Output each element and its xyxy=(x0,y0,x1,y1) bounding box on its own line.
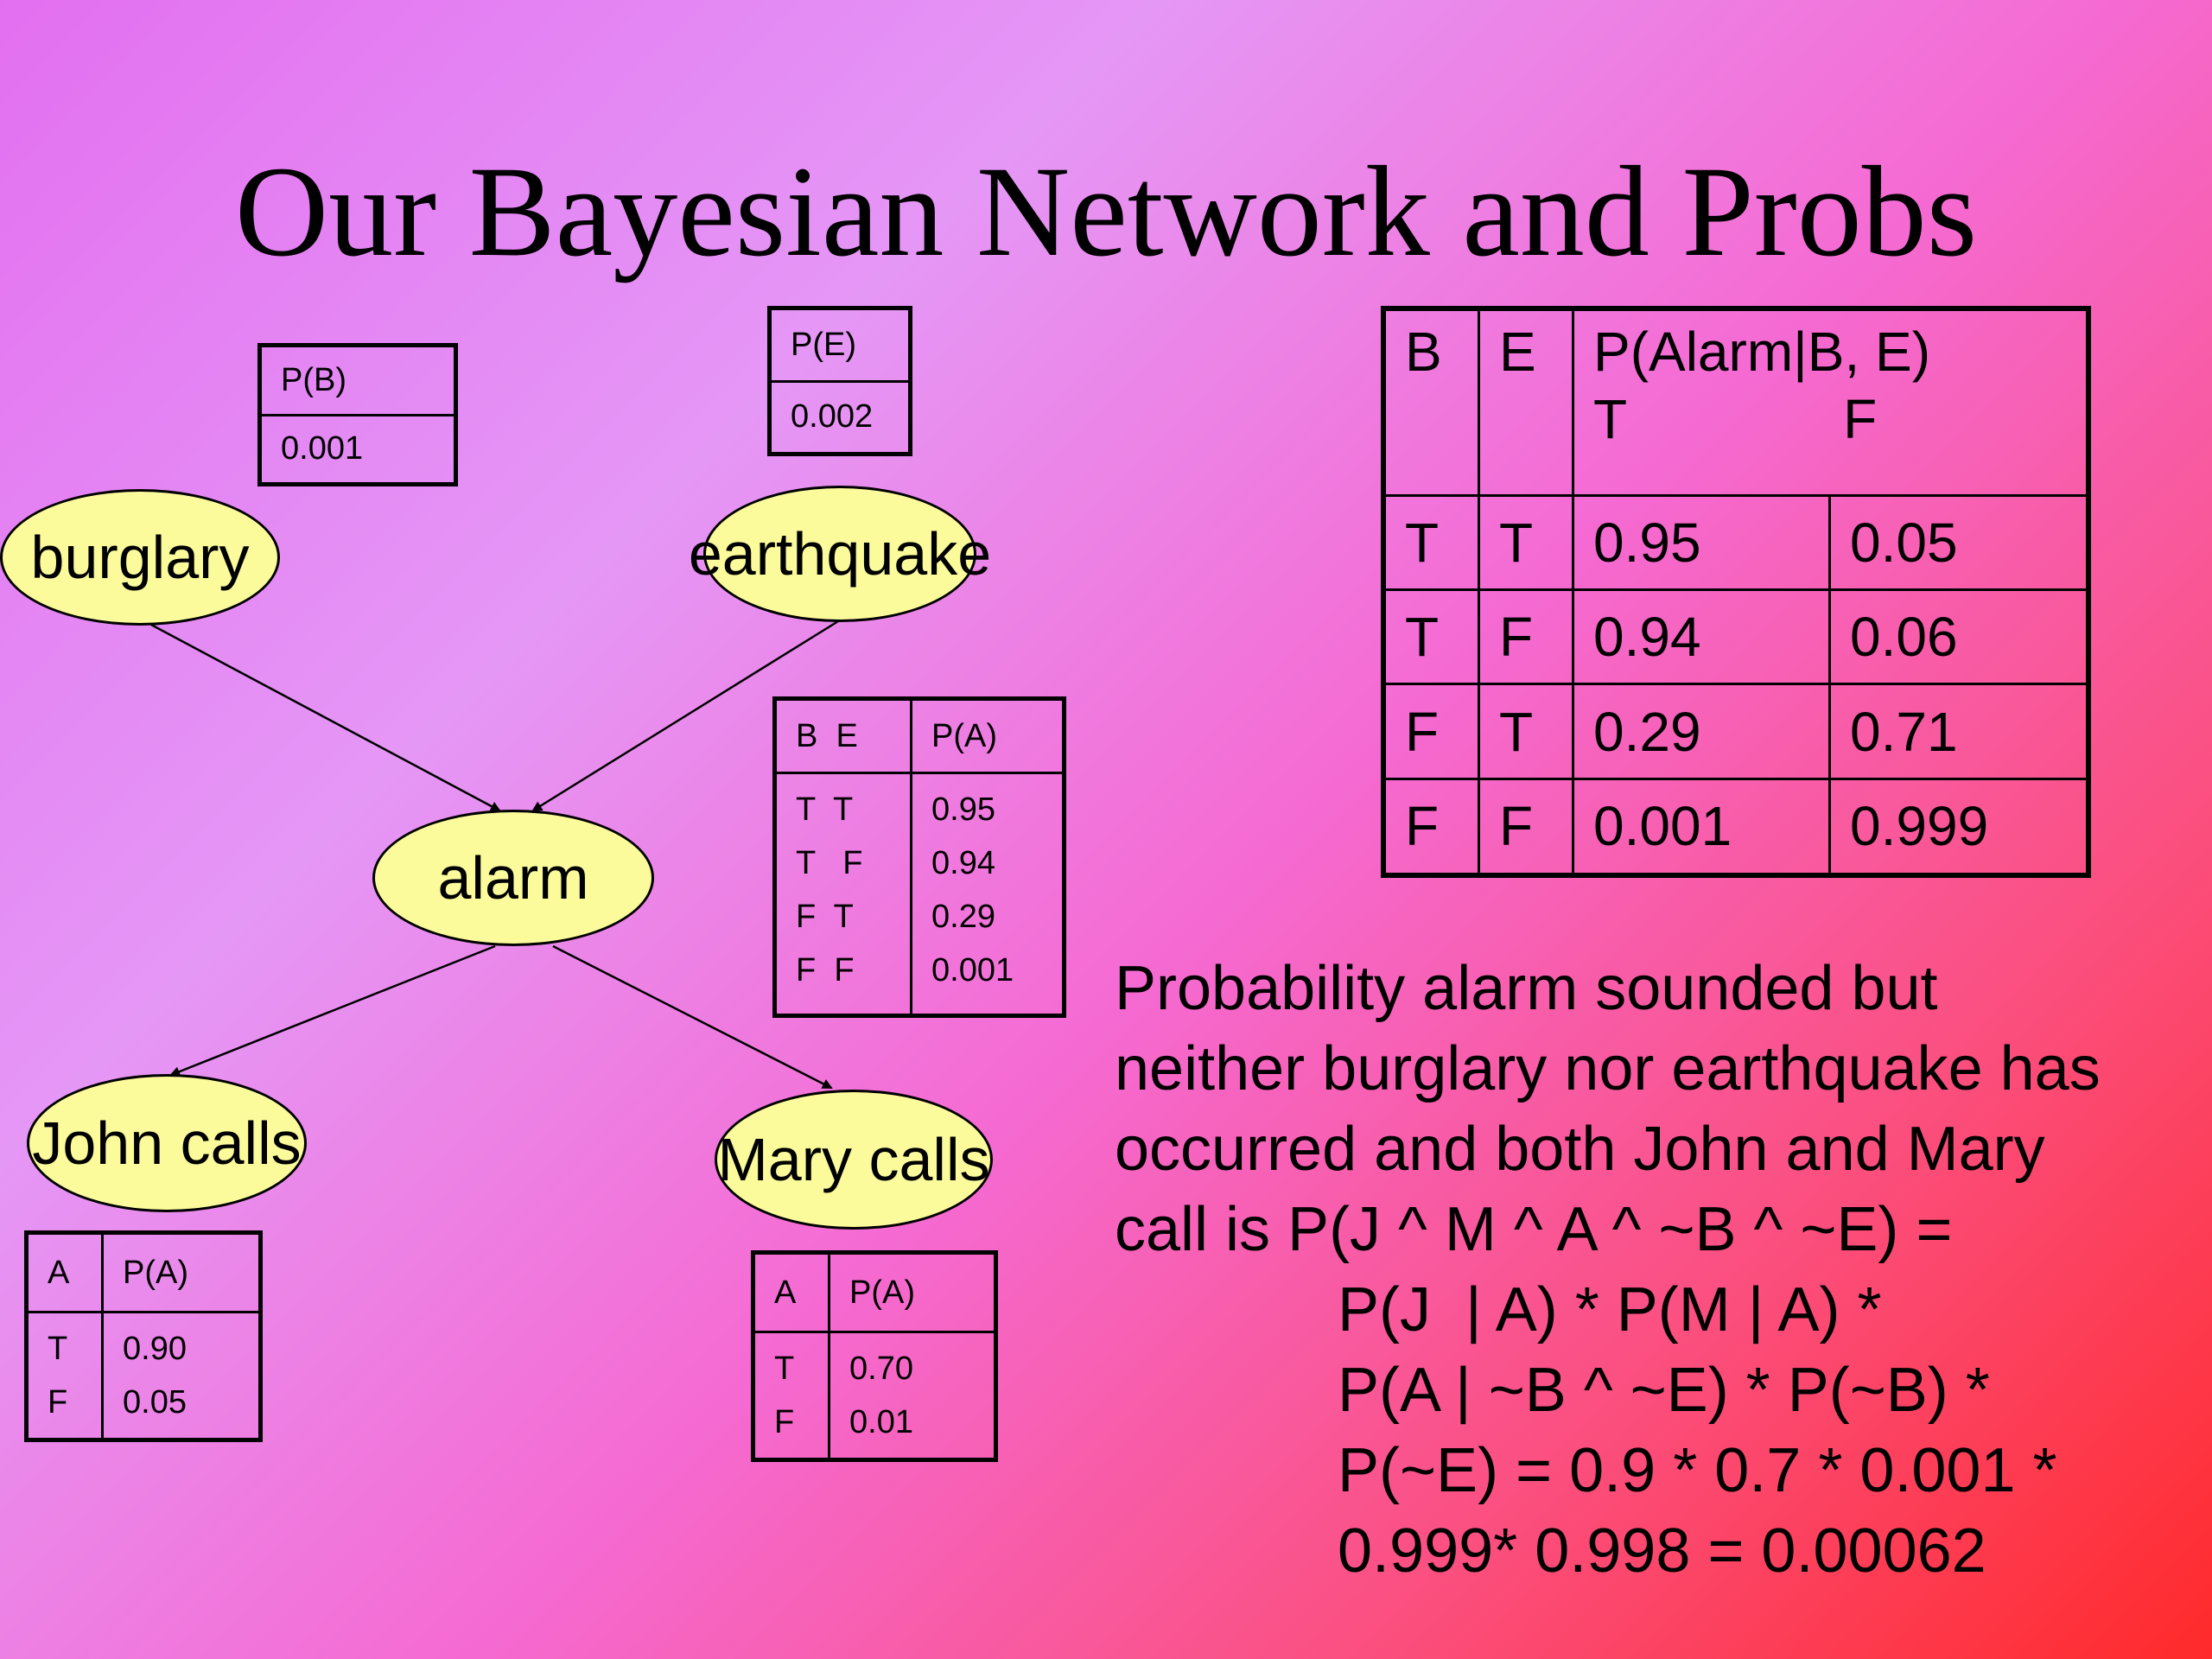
cpt-john-header-left: A xyxy=(25,1231,104,1313)
node-mary-calls: Mary calls xyxy=(715,1090,993,1230)
cpt-earthquake-value: 0.002 xyxy=(768,379,912,455)
cpt-alarm-row-left: F T xyxy=(796,899,854,935)
cpt-alarm-header-right: P(A) xyxy=(910,697,1065,774)
probability-explanation: Probability alarm sounded but neither bu… xyxy=(1115,949,2203,1592)
cpt-mary-row-right: 0.70 xyxy=(849,1351,913,1387)
alarm-table-cell: F xyxy=(1382,683,1480,780)
alarm-table-cell: T xyxy=(1478,683,1574,780)
alarm-table-col-e: E xyxy=(1478,307,1574,497)
cpt-burglary: P(B) 0.001 xyxy=(257,343,458,486)
cpt-mary-row-left: T xyxy=(774,1351,795,1387)
cpt-alarm-rows-left: T T T F F T F F xyxy=(773,772,912,1017)
edge-earthquake-alarm xyxy=(531,620,839,812)
explanation-line: Probability alarm sounded but xyxy=(1115,954,1938,1023)
cpt-burglary-value: 0.001 xyxy=(258,413,457,486)
node-earthquake-label: earthquake xyxy=(688,520,992,588)
cpt-john-header-right: P(A) xyxy=(101,1231,262,1313)
formula-line: 0.999* 0.998 = 0.00062 xyxy=(1338,1516,1986,1586)
cpt-alarm-row-left: F F xyxy=(796,952,855,988)
cpt-john-rows-right: 0.90 0.05 xyxy=(101,1311,262,1441)
page-title: Our Bayesian Network and Probs xyxy=(234,140,1978,283)
alarm-table-cell: 0.95 xyxy=(1572,493,1831,591)
node-alarm-label: alarm xyxy=(437,844,589,912)
explanation-line: call is P(J ^ M ^ A ^ ~B ^ ~E) = xyxy=(1115,1195,1953,1264)
node-john-calls-label: John calls xyxy=(32,1109,302,1177)
cpt-alarm-header-left: B E xyxy=(773,697,912,774)
formula-line: P(~E) = 0.9 * 0.7 * 0.001 * xyxy=(1338,1436,2057,1505)
alarm-table-cell: F xyxy=(1478,777,1574,877)
cpt-mary-rows-left: T F xyxy=(752,1331,830,1461)
formula-line: P(A | ~B ^ ~E) * P(~B) * xyxy=(1338,1356,1990,1425)
cpt-alarm-row-right: 0.29 xyxy=(931,899,995,935)
alarm-table-cell: 0.71 xyxy=(1828,683,2090,780)
cpt-john: A P(A) T F 0.90 0.05 xyxy=(24,1230,263,1442)
cpt-alarm-rows-right: 0.95 0.94 0.29 0.001 xyxy=(910,772,1065,1017)
alarm-table-cell: 0.29 xyxy=(1572,683,1831,780)
edge-burglary-alarm xyxy=(150,623,501,812)
explanation-line: occurred and both John and Mary xyxy=(1115,1115,2045,1184)
node-burglary-label: burglary xyxy=(30,524,250,591)
cpt-mary-header-right: P(A) xyxy=(828,1251,997,1333)
cpt-alarm-row-right: 0.95 xyxy=(931,791,995,828)
cpt-john-row-right: 0.05 xyxy=(123,1384,187,1421)
node-mary-calls-label: Mary calls xyxy=(717,1126,990,1193)
explanation-line: neither burglary nor earthquake has xyxy=(1115,1034,2101,1103)
cpt-john-row-right: 0.90 xyxy=(123,1331,187,1367)
alarm-table-col-f: F xyxy=(1843,388,1878,450)
cpt-earthquake-header: P(E) xyxy=(768,307,912,383)
node-earthquake: earthquake xyxy=(689,486,991,622)
alarm-table-cell: 0.001 xyxy=(1572,777,1831,877)
alarm-table-cell: F xyxy=(1478,588,1574,686)
edge-alarm-mary xyxy=(552,944,833,1090)
alarm-table-cell: F xyxy=(1382,777,1480,877)
cpt-mary-row-left: F xyxy=(774,1404,795,1440)
cpt-alarm: B E P(A) T T T F F T F F 0.95 0.94 0.29 … xyxy=(772,696,1066,1018)
cpt-alarm-row-right: 0.001 xyxy=(931,952,1014,988)
node-john-calls: John calls xyxy=(27,1074,307,1212)
cpt-mary-header-left: A xyxy=(752,1251,830,1333)
formula-line: P(J | A) * P(M | A) * xyxy=(1338,1275,1882,1344)
alarm-table-cell: T xyxy=(1382,588,1480,686)
alarm-table-cell: T xyxy=(1478,493,1574,591)
node-alarm: alarm xyxy=(372,810,654,946)
alarm-table-col-b: B xyxy=(1382,307,1480,497)
alarm-table-col-p-label: P(Alarm|B, E) xyxy=(1593,321,1930,383)
cpt-mary-row-right: 0.01 xyxy=(849,1404,913,1440)
alarm-table-cell: T xyxy=(1382,493,1480,591)
edge-alarm-john xyxy=(169,944,496,1077)
node-burglary: burglary xyxy=(0,489,280,626)
cpt-alarm-row-left: T F xyxy=(796,845,863,881)
alarm-table-col-t: T xyxy=(1593,388,1628,450)
alarm-table-cell: 0.94 xyxy=(1572,588,1831,686)
cpt-mary: A P(A) T F 0.70 0.01 xyxy=(751,1250,998,1462)
cpt-john-row-left: F xyxy=(48,1384,68,1421)
cpt-burglary-header: P(B) xyxy=(258,344,457,416)
cpt-john-row-left: T xyxy=(48,1331,68,1367)
alarm-table-cell: 0.999 xyxy=(1828,777,2090,877)
cpt-mary-rows-right: 0.70 0.01 xyxy=(828,1331,997,1461)
cpt-earthquake: P(E) 0.002 xyxy=(767,306,912,456)
cpt-alarm-row-left: T T xyxy=(796,791,854,828)
alarm-table-cell: 0.06 xyxy=(1828,588,2090,686)
alarm-table-cell: 0.05 xyxy=(1828,493,2090,591)
cpt-john-rows-left: T F xyxy=(25,1311,104,1441)
cpt-alarm-row-right: 0.94 xyxy=(931,845,995,881)
